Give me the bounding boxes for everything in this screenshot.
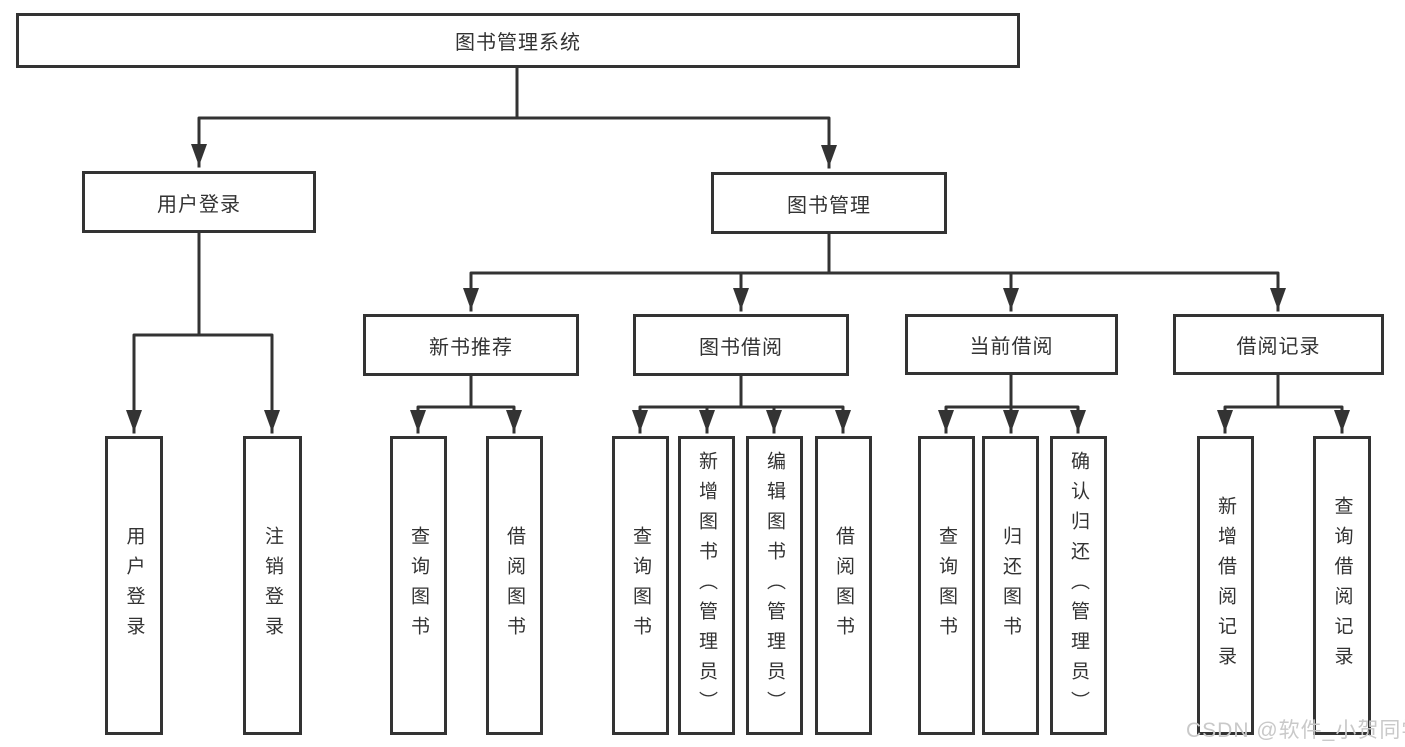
node-leaf-edit-book-admin: 编辑图书（管理员）	[746, 436, 803, 735]
node-leaf-query-book-rec: 查询图书	[390, 436, 447, 735]
leaf-label: 确认归还（管理员）	[1068, 450, 1089, 721]
edge-borrow-record-query	[1276, 373, 1350, 434]
leaf-label: 新增借阅记录	[1215, 495, 1236, 676]
node-new-book-recommendation: 新书推荐	[363, 314, 579, 376]
leaf-label: 编辑图书（管理员）	[764, 450, 785, 721]
edge-book-borrow-edit	[739, 374, 782, 434]
edge-new-book-rec-borrow	[469, 374, 522, 434]
leaf-label: 用户登录	[123, 525, 145, 646]
edge-borrow-record-add	[1217, 373, 1280, 434]
node-borrowing-records: 借阅记录	[1173, 314, 1384, 375]
node-leaf-user-login: 用户登录	[105, 436, 163, 735]
edge-new-book-rec-query	[410, 374, 473, 434]
node-current-borrowing: 当前借阅	[905, 314, 1118, 375]
node-leaf-logout: 注销登录	[243, 436, 302, 735]
edge-root-user-login	[191, 66, 519, 168]
node-root-library-management-system: 图书管理系统	[16, 13, 1020, 68]
leaf-label: 借阅图书	[833, 525, 854, 646]
leaf-label: 注销登录	[262, 525, 283, 646]
node-user-login: 用户登录	[82, 171, 316, 233]
leaf-label: 新增图书（管理员）	[696, 450, 717, 721]
csdn-watermark: CSDN @软件_小贺同学	[1186, 719, 1405, 742]
edge-current-borrow-query	[938, 373, 1013, 434]
node-leaf-add-book-admin: 新增图书（管理员）	[678, 436, 735, 735]
node-leaf-query-book-borrow: 查询图书	[612, 436, 669, 735]
leaf-label: 查询借阅记录	[1331, 495, 1353, 676]
edge-root-book-mgmt	[515, 66, 837, 169]
leaf-label: 查询图书	[936, 525, 957, 646]
edge-book-mgmt-book-borrow	[733, 232, 831, 312]
node-leaf-query-book-current: 查询图书	[918, 436, 975, 735]
node-book-borrowing: 图书借阅	[633, 314, 849, 376]
edge-user-login-leaf-logout	[197, 231, 280, 434]
edge-user-login-leaf-login	[126, 231, 201, 434]
edge-book-borrow-borrow	[739, 374, 851, 434]
leaf-label: 查询图书	[408, 525, 429, 646]
leaf-label: 查询图书	[630, 525, 651, 646]
node-book-management: 图书管理	[711, 172, 947, 234]
edge-current-borrow-confirm	[1009, 373, 1086, 434]
node-leaf-confirm-return-admin: 确认归还（管理员）	[1050, 436, 1107, 735]
node-leaf-return-book: 归还图书	[982, 436, 1039, 735]
node-leaf-borrow-book-borrow: 借阅图书	[815, 436, 872, 735]
node-leaf-add-borrow-record: 新增借阅记录	[1197, 436, 1254, 735]
node-leaf-query-borrow-record: 查询借阅记录	[1313, 436, 1371, 735]
edge-book-borrow-add	[699, 374, 743, 434]
edge-book-mgmt-borrow-record	[827, 232, 1286, 312]
leaf-label: 归还图书	[1000, 525, 1021, 646]
edge-book-borrow-query	[632, 374, 743, 434]
leaf-label: 借阅图书	[504, 525, 525, 646]
node-leaf-borrow-book-rec: 借阅图书	[486, 436, 543, 735]
